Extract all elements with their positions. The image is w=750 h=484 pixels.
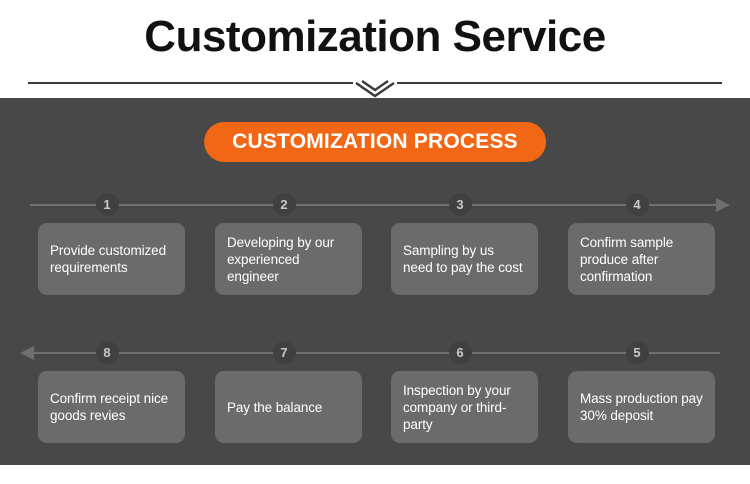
- divider-line-right: [397, 82, 722, 84]
- step-boxes-top: Provide customized requirements Developi…: [0, 223, 750, 303]
- page-title: Customization Service: [144, 12, 606, 61]
- step-number-badge: 5: [625, 341, 649, 364]
- process-track-top: [20, 198, 730, 212]
- step-card: Confirm sample produce after confirmatio…: [568, 223, 715, 295]
- arrow-left-icon: [20, 346, 34, 360]
- arrow-right-icon: [716, 198, 730, 212]
- step-boxes-bottom: Confirm receipt nice goods revies Pay th…: [0, 371, 750, 451]
- divider-line-left: [28, 82, 353, 84]
- step-numbers-bottom: 8 7 6 5: [0, 341, 750, 365]
- process-row-top: 1 2 3 4 Provide customized requirements …: [0, 185, 750, 315]
- step-number-badge: 4: [625, 193, 649, 216]
- step-number-badge: 7: [272, 341, 296, 364]
- step-numbers-top: 1 2 3 4: [0, 193, 750, 217]
- step-card-text: Pay the balance: [227, 399, 323, 415]
- step-number-badge: 2: [272, 193, 296, 216]
- step-number-badge: 3: [448, 193, 472, 216]
- step-card: Sampling by us need to pay the cost: [391, 223, 538, 295]
- step-card: Provide customized requirements: [38, 223, 185, 295]
- step-card: Mass production pay 30% deposit: [568, 371, 715, 443]
- process-row-bottom: 8 7 6 5 Confirm receipt nice goods revie…: [0, 333, 750, 463]
- process-badge: CUSTOMIZATION PROCESS: [204, 122, 546, 162]
- step-number-badge: 1: [95, 193, 119, 216]
- step-card-text: Inspection by your company or third-part…: [403, 382, 511, 432]
- step-card: Confirm receipt nice goods revies: [38, 371, 185, 443]
- process-track-bottom: [20, 346, 730, 360]
- step-card-text: Confirm receipt nice goods revies: [50, 391, 169, 423]
- track-line: [30, 204, 720, 206]
- step-number-badge: 6: [448, 341, 472, 364]
- footer-strip: [0, 465, 750, 484]
- track-line: [30, 352, 720, 354]
- step-card: Pay the balance: [215, 371, 362, 443]
- step-card-text: Confirm sample produce after confirmatio…: [580, 234, 674, 284]
- step-card-text: Mass production pay 30% deposit: [580, 391, 703, 423]
- step-card-text: Sampling by us need to pay the cost: [403, 243, 523, 275]
- step-card: Developing by our experienced engineer: [215, 223, 362, 295]
- double-chevron-down-icon: [353, 78, 397, 100]
- header: Customization Service: [0, 0, 750, 98]
- process-panel: CUSTOMIZATION PROCESS 1 2 3 4 Provide cu…: [0, 98, 750, 465]
- step-card-text: Provide customized requirements: [50, 243, 167, 275]
- step-card-text: Developing by our experienced engineer: [227, 234, 335, 284]
- header-divider: [28, 78, 722, 100]
- step-number-badge: 8: [95, 341, 119, 364]
- step-card: Inspection by your company or third-part…: [391, 371, 538, 443]
